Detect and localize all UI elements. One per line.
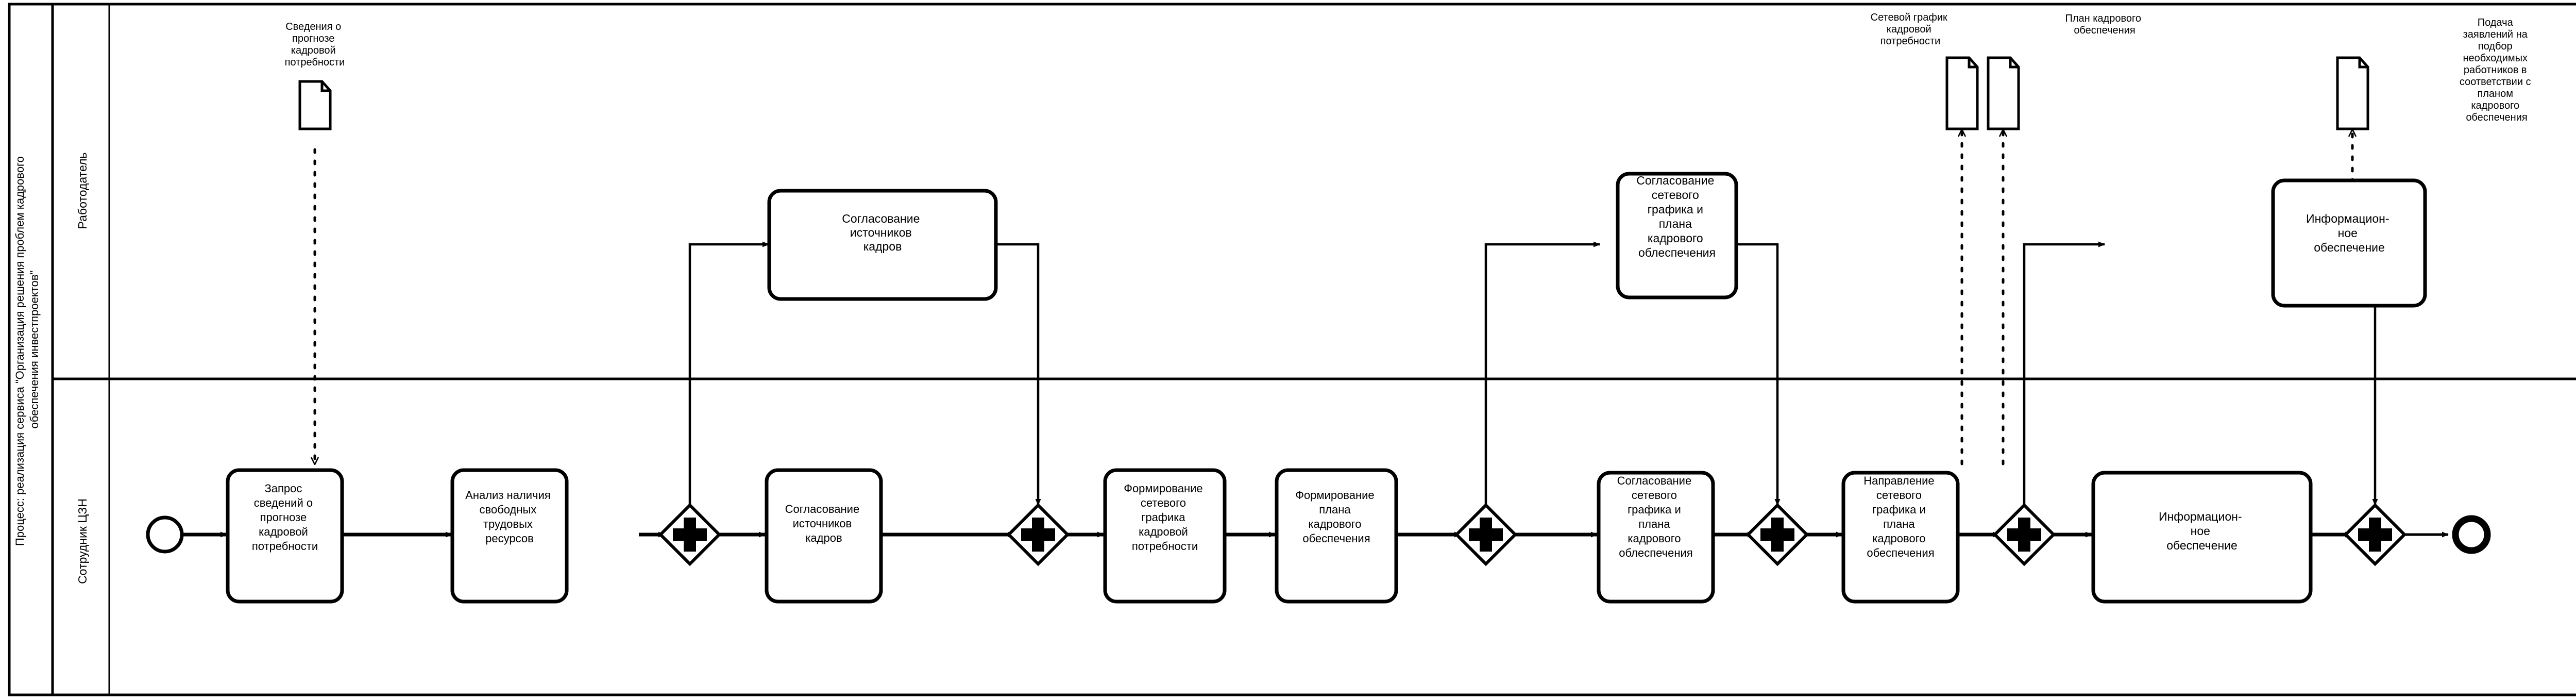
gateway-parallel-join-4[interactable] [1745, 503, 1809, 567]
lane-label-czn: Сотрудник ЦЗН [76, 498, 89, 584]
gateway-parallel-split-3[interactable] [1454, 503, 1518, 567]
task-informacionnoe-obespechenie-czn-label: Информацион- ное обеспечение [2159, 510, 2245, 552]
flow-e1-to-gw2 [994, 243, 1041, 506]
task-soglasovanie-grafika-plana-czn[interactable]: Согласование сетевого графика и плана ка… [1597, 471, 1715, 604]
pool-frame [8, 3, 2576, 696]
plus-icon [1469, 518, 1503, 552]
data-object-podacha-zayavleniy-label: Подача заявлений на подбор необходимых р… [2460, 17, 2534, 123]
start-event[interactable] [146, 515, 184, 554]
task-informacionnoe-obespechenie-employer[interactable]: Информацион- ное обеспечение [2271, 178, 2427, 308]
connectors [182, 241, 2449, 538]
svg-text:Процесс: реализация сервиса "О: Процесс: реализация сервиса "Организация… [13, 153, 41, 546]
lane-label-employer: Работодатель [76, 153, 89, 229]
task-napravlenie-grafika-plana[interactable]: Направление сетевого графика и плана кад… [1841, 471, 1960, 604]
data-object-plan-kadrovogo-label: План кадрового обеспечения [2065, 13, 2144, 36]
data-object-podacha-zayavleniy[interactable]: Подача заявлений на подбор необходимых р… [2336, 17, 2534, 130]
task-soglasovanie-istochnikov-czn[interactable]: Согласование источников кадров [765, 468, 883, 604]
task-informacionnoe-obespechenie-employer-label: Информацион- ное обеспечение [2306, 212, 2393, 254]
data-object-setevoy-grafik-label: Сетевой график кадровой потребности [1871, 12, 1951, 47]
task-zapros-svedeniy-label: Запрос сведений о прогнозе кадровой потр… [252, 482, 318, 553]
flow-gw3-to-e2 [1484, 241, 1600, 505]
end-event[interactable] [2452, 515, 2491, 554]
task-zapros-svedeniy[interactable]: Запрос сведений о прогнозе кадровой потр… [226, 468, 344, 604]
lane-label-czn-text: Сотрудник ЦЗН [76, 498, 89, 584]
data-object-svedeniya-label: Сведения о прогнозе кадровой потребности [285, 21, 345, 68]
task-formirovanie-setevogo-grafika-label: Формирование сетевого графика кадровой п… [1124, 482, 1206, 553]
plus-icon [2007, 518, 2041, 552]
gateway-parallel-split-5[interactable] [1992, 503, 2056, 567]
task-napravlenie-grafika-plana-label: Направление сетевого графика и плана кад… [1863, 474, 1938, 559]
pool-title-line1: Процесс: реализация сервиса "Организация… [13, 156, 26, 546]
flow-gw1-to-e1 [688, 241, 769, 505]
gateway-parallel-join-2[interactable] [1006, 503, 1070, 567]
plus-icon [673, 518, 707, 552]
lane-label-employer-text: Работодатель [76, 153, 89, 229]
gateway-parallel-join-6[interactable] [2343, 503, 2407, 567]
plus-icon [1021, 518, 1055, 552]
flow-e2-to-gw4 [1735, 243, 1781, 506]
task-soglasovanie-grafika-plana-czn-label: Согласование сетевого графика и плана ка… [1617, 474, 1695, 559]
gateway-parallel-split-1[interactable] [658, 503, 722, 567]
data-object-setevoy-grafik[interactable]: Сетевой график кадровой потребности [1871, 12, 1979, 130]
task-analiz-nalichiya[interactable]: Анализ наличия свободных трудовых ресурс… [450, 468, 569, 604]
task-formirovanie-plana[interactable]: Формирование плана кадрового обеспечения [1275, 468, 1398, 604]
pool-title-line2: обеспечения инвестпроектов" [28, 271, 41, 429]
plus-icon [1760, 518, 1794, 552]
task-informacionnoe-obespechenie-czn[interactable]: Информацион- ное обеспечение [2091, 471, 2313, 604]
task-formirovanie-setevogo-grafika[interactable]: Формирование сетевого графика кадровой п… [1103, 468, 1227, 604]
task-soglasovanie-grafika-plana-employer[interactable]: Согласование сетевого графика и плана ка… [1616, 172, 1738, 299]
plus-icon [2358, 518, 2392, 552]
task-soglasovanie-istochnikov-employer[interactable]: Согласование источников кадров [767, 189, 998, 301]
task-soglasovanie-istochnikov-czn-label: Согласование источников кадров [785, 503, 863, 544]
data-object-svedeniya[interactable]: Сведения о прогнозе кадровой потребности [285, 21, 345, 130]
flow-gw5-to-e3 [2023, 241, 2105, 505]
data-object-plan-kadrovogo[interactable]: План кадрового обеспечения [1987, 13, 2144, 130]
task-soglasovanie-grafika-plana-employer-label: Согласование сетевого графика и плана ка… [1636, 174, 1718, 259]
task-formirovanie-plana-label: Формирование плана кадрового обеспечения [1295, 489, 1378, 545]
task-soglasovanie-istochnikov-employer-label: Согласование источников кадров [842, 212, 923, 253]
task-analiz-nalichiya-label: Анализ наличия свободных трудовых ресурс… [465, 489, 554, 545]
pool-title: Процесс: реализация сервиса "Организация… [13, 153, 41, 546]
